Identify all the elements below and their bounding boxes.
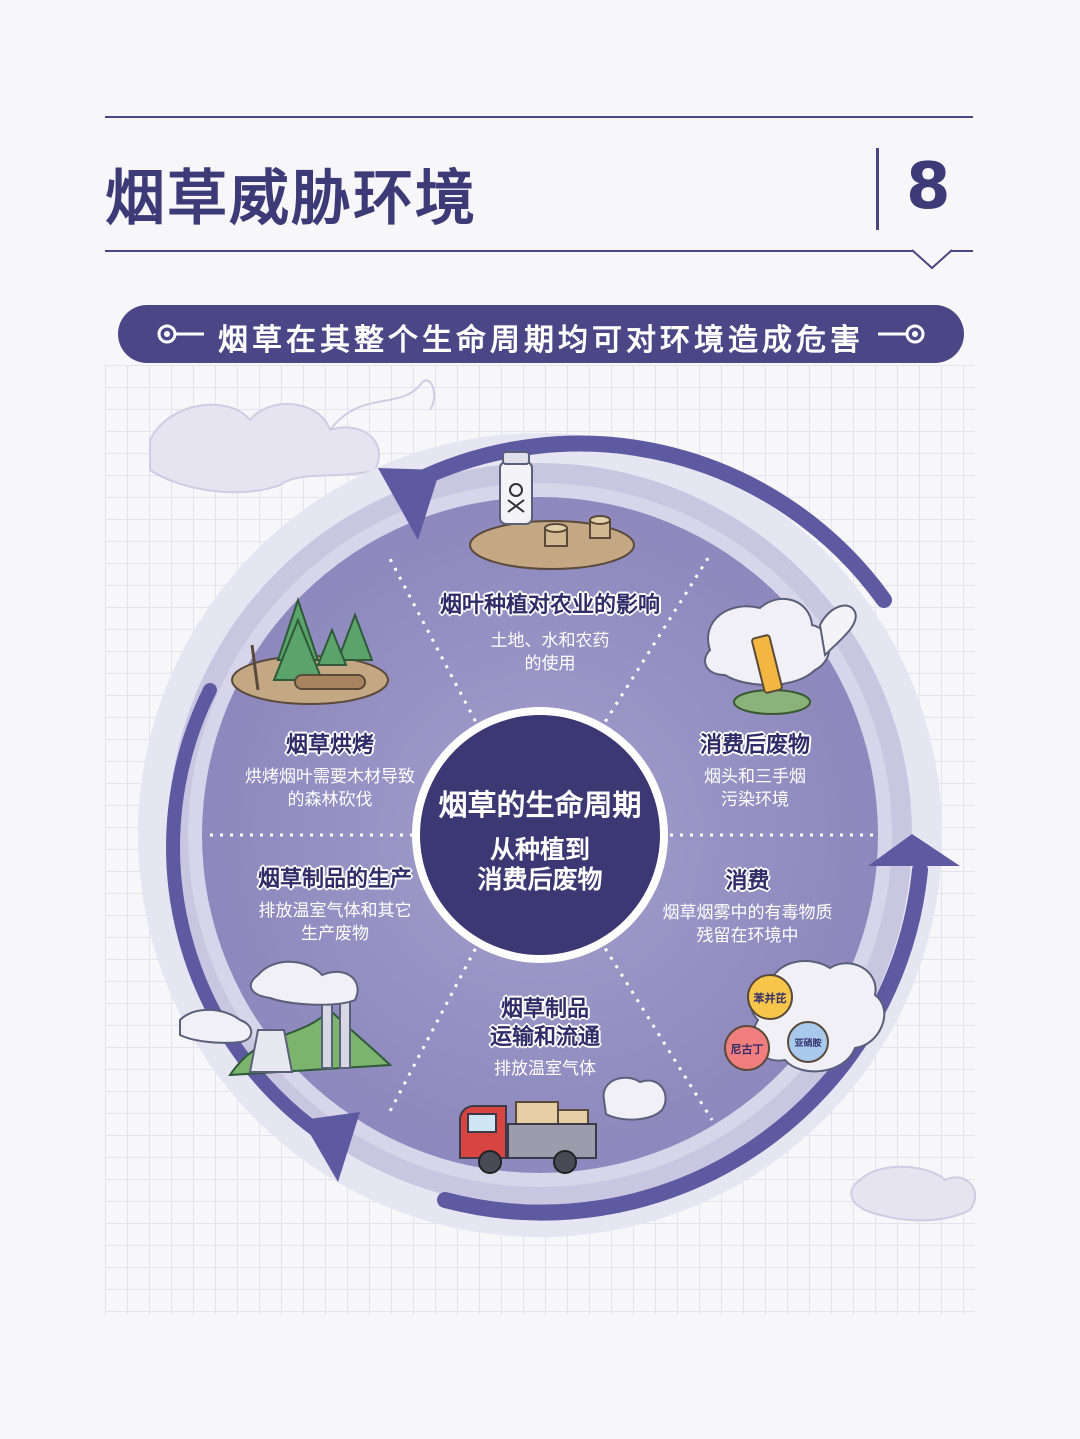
segment-transport-heading-2: 运输和流通 [489,1025,600,1050]
segment-consumption: 消费 烟草烟雾中的有毒物质 残留在环境中 [640,868,855,948]
segment-transport-desc-1: 排放温室气体 [494,1059,596,1079]
arrow-arc-top [406,435,892,608]
pesticide-farmland-icon [469,451,635,570]
segment-consumption-desc-2: 残留在环境中 [696,926,799,946]
forest-logging-icon [231,596,389,705]
chemical-benzopyrene: 苯并芘 [753,992,787,1005]
header-notch-icon [912,249,952,270]
segment-farming: 烟叶种植对农业的影响 土地、水和农药 的使用 [420,592,680,676]
factory-emissions-icon [179,960,393,1077]
segment-farming-desc-2: 的使用 [524,654,576,674]
smoke-wisp-top-left [149,379,436,494]
chemical-nitrosamine: 亚硝胺 [794,1039,822,1049]
arrow-head-right-icon [868,834,960,866]
page-title: 烟草威胁环境 [105,164,477,234]
subtitle-banner: 烟草在其整个生命周期均可对环境造成危害 [118,305,964,363]
segment-production: 烟草制品的生产 排放温室气体和其它 生产废物 [235,866,435,946]
segment-production-heading: 烟草制品的生产 [257,867,412,892]
arrow-arc-right [437,862,928,1221]
segment-consumption-desc-1: 烟草烟雾中的有毒物质 [662,903,833,923]
center-label: 烟草的生命周期 从种植到 消费后废物 [420,785,660,895]
delivery-truck-icon [459,1076,667,1174]
segment-farming-heading: 烟叶种植对农业的影响 [439,593,660,618]
segment-transport: 烟草制品 运输和流通 排放温室气体 [440,996,650,1081]
segment-farming-desc-1: 土地、水和农药 [490,631,610,651]
center-subtitle-2: 消费后废物 [477,865,603,894]
segment-curing-desc-2: 的森林砍伐 [287,790,373,810]
segment-post-consumption-desc-1: 烟头和三手烟 [704,767,806,787]
header-bottom-rule [105,250,973,252]
smoke-wisp-bottom-right [850,1165,977,1222]
header-divider [876,148,879,230]
center-circle [420,715,660,955]
header-top-rule [105,116,973,118]
segment-consumption-heading: 消费 [725,869,770,894]
banner-left-connector-icon [157,324,204,344]
segment-production-desc-2: 生产废物 [301,924,369,944]
banner-text: 烟草在其整个生命周期均可对环境造成危害 [218,323,864,358]
page-number: 8 [906,150,951,224]
segment-curing-heading: 烟草烘烤 [285,733,374,758]
arrow-arc-left [166,683,337,1147]
arrow-head-top-icon [378,468,440,540]
segment-post-consumption-heading: 消费后废物 [699,733,810,758]
cigarette-butt-smoke-icon [704,598,857,715]
arrow-head-left-icon [302,1112,360,1182]
segment-dividers [210,554,875,1121]
segment-post-consumption-desc-2: 污染环境 [721,790,789,810]
segment-curing: 烟草烘烤 烘烤烟叶需要木材导致 的森林砍伐 [225,732,435,812]
segment-transport-heading-1: 烟草制品 [500,997,589,1022]
segment-curing-desc-1: 烘烤烟叶需要木材导致 [245,767,415,787]
segment-post-consumption: 消费后废物 烟头和三手烟 污染环境 [660,732,850,812]
chemical-nicotine: 尼古丁 [730,1043,764,1056]
toxic-smoke-cloud-icon [724,960,886,1073]
center-title: 烟草的生命周期 [438,788,642,822]
center-subtitle-1: 从种植到 [489,835,590,864]
segment-production-desc-1: 排放温室气体和其它 [258,901,412,921]
banner-right-connector-icon [878,324,925,344]
